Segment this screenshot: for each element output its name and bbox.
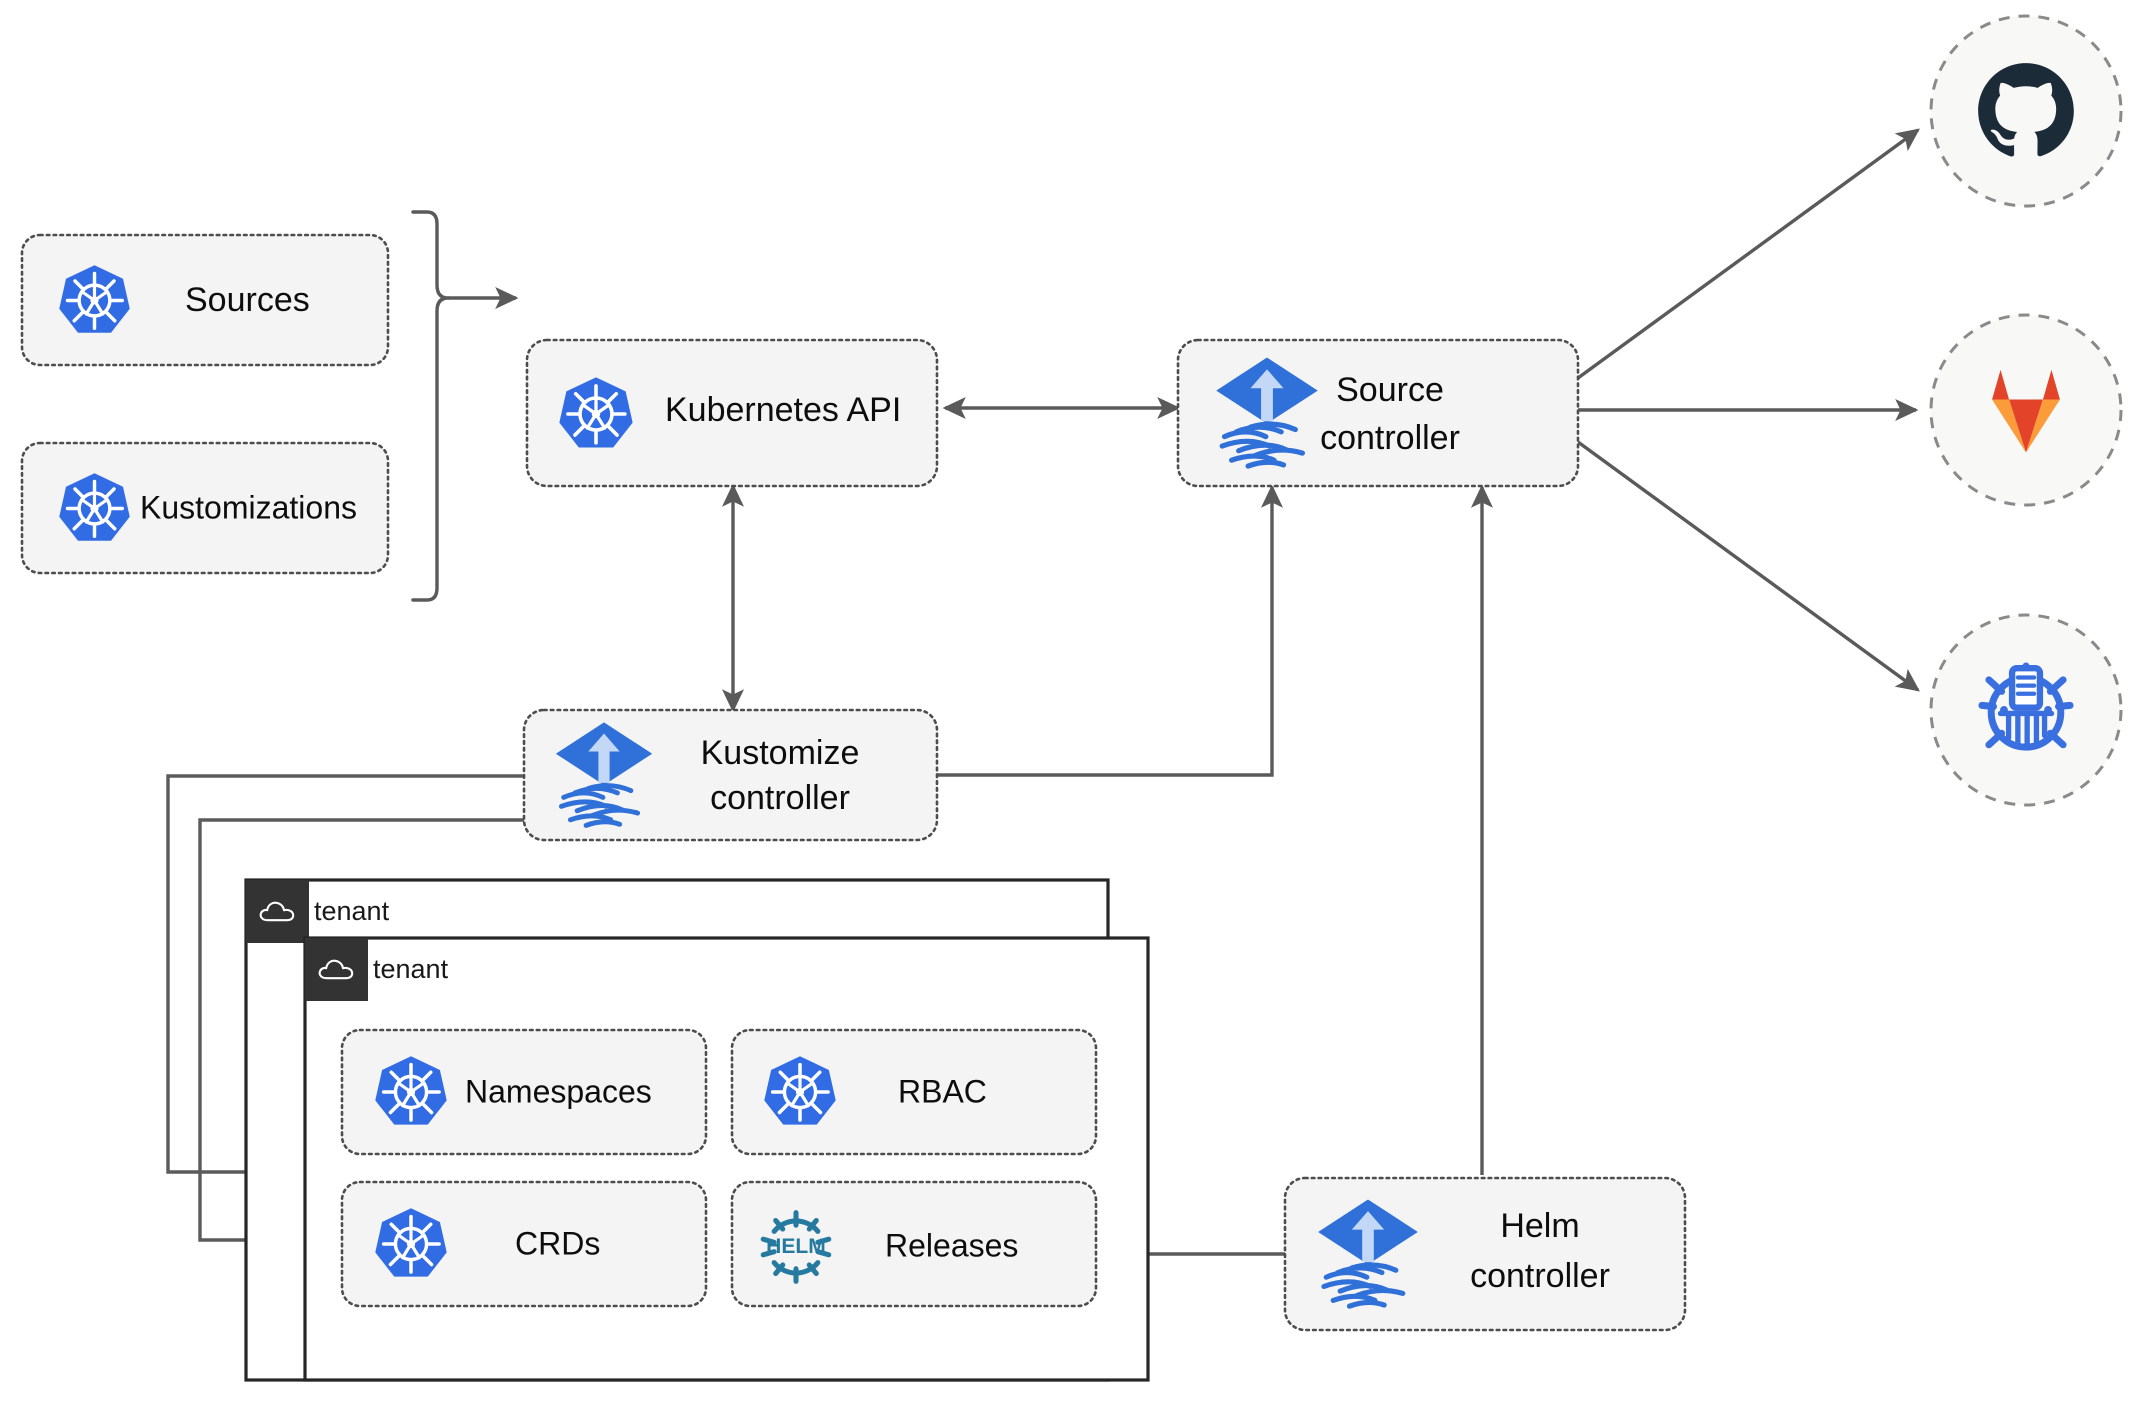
tenant-cluster-front[interactable]: tenant [303,936,1150,1382]
helm-controller-box[interactable] [1283,1176,1687,1332]
helm-controller-label-line1: Helm [1500,1207,1579,1245]
namespaces-label: Namespaces [465,1073,652,1109]
source-controller-label-line2: controller [1320,419,1460,457]
kustomize-controller-box[interactable] [522,708,939,842]
source-controller-box[interactable] [1176,338,1580,488]
brace-sources-group [411,210,450,602]
node-helm-controller[interactable]: Helm controller [1283,1176,1687,1332]
node-rbac[interactable]: RBAC [730,1028,1098,1156]
kustomize-controller-label-line1: Kustomize [701,734,860,772]
edge-kustomize-to-tenant-back [166,774,524,1184]
tenant-back-tab [246,880,309,943]
node-crds[interactable]: CRDs [340,1180,708,1308]
node-github-repository[interactable] [1929,14,2123,208]
node-gitlab-repository[interactable] [1929,313,2123,507]
node-helm-repository[interactable] [1929,613,2123,807]
node-releases[interactable]: Releases [730,1180,1098,1308]
releases-box[interactable] [730,1180,1098,1308]
sources-box[interactable] [20,233,390,367]
node-kustomize-controller[interactable]: Kustomize controller [522,708,939,842]
edge-kustomize-to-source-controller [937,484,1284,777]
source-controller-label-line1: Source [1336,371,1444,409]
crds-box[interactable] [340,1180,708,1308]
namespaces-box[interactable] [340,1028,708,1156]
kubernetes-api-label: Kubernetes API [665,391,901,429]
kustomizations-box[interactable] [20,441,390,575]
kubernetes-api-box[interactable] [525,338,939,488]
tenant-front-box[interactable] [303,936,1150,1382]
releases-label: Releases [885,1227,1018,1263]
connector-layer [166,128,1920,1266]
crds-label: CRDs [515,1225,600,1261]
edge-source-controller-to-helm-repository [1576,440,1920,692]
node-sources[interactable]: Sources [20,233,390,367]
kustomizations-label: Kustomizations [140,489,357,525]
tenant-front-tab [305,938,368,1001]
node-namespaces[interactable]: Namespaces [340,1028,708,1156]
helm-controller-label-line2: controller [1470,1257,1610,1295]
rbac-label: RBAC [898,1073,987,1109]
node-source-controller[interactable]: Source controller [1176,338,1580,488]
edge-source-controller-to-github [1576,128,1920,380]
tenant-front-label: tenant [373,954,449,984]
rbac-box[interactable] [730,1028,1098,1156]
node-kustomizations[interactable]: Kustomizations [20,441,390,575]
node-kubernetes-api[interactable]: Kubernetes API [525,338,939,488]
tenant-back-label: tenant [314,896,390,926]
github-circle[interactable] [1929,14,2123,208]
sources-label: Sources [185,281,310,319]
kustomize-controller-label-line2: controller [710,779,850,817]
